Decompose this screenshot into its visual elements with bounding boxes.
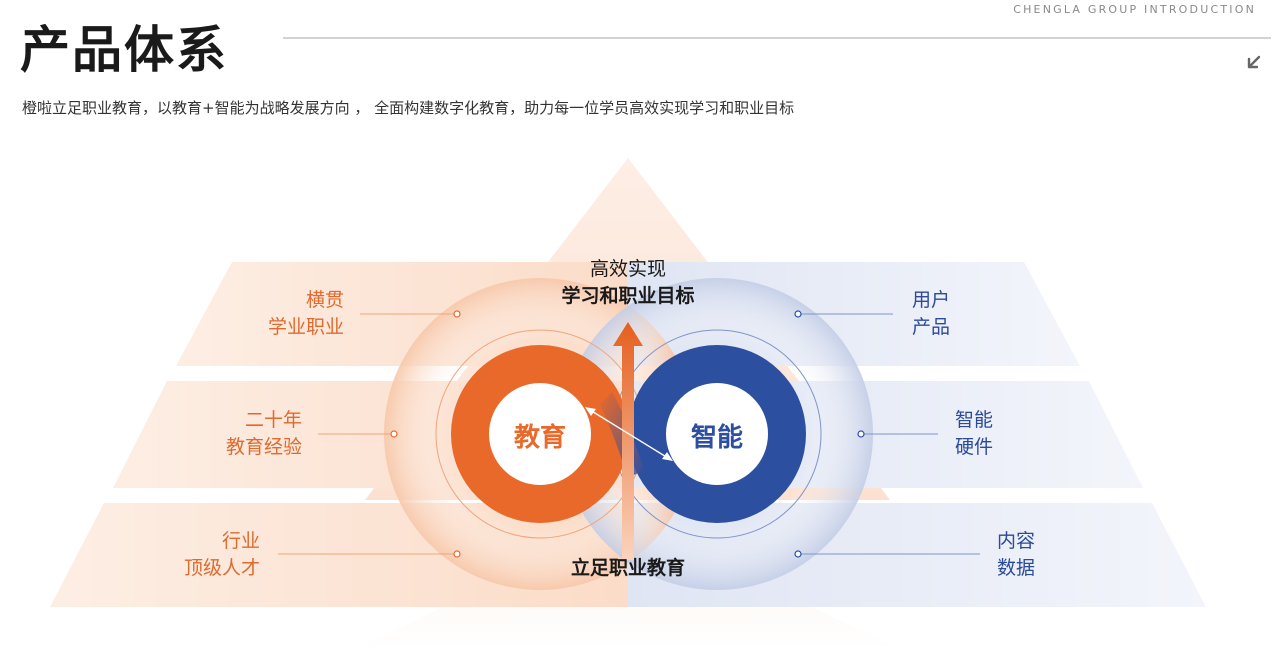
left-item-1: 横贯 学业职业 [190, 287, 344, 341]
brand-caption: CHENGLA GROUP INTRODUCTION [1013, 3, 1256, 16]
left-item-3-line1: 行业 [221, 530, 260, 552]
link-line [589, 409, 669, 459]
top-goal-line2: 学习和职业目标 [561, 285, 695, 307]
connector-dot-right-1 [794, 310, 802, 318]
connector-dot-left-2 [390, 430, 398, 438]
title-divider [283, 37, 1271, 39]
page-title: 产品体系 [20, 21, 228, 79]
connector-dot-left-1 [453, 310, 461, 318]
left-item-1-line2: 学业职业 [267, 316, 344, 338]
left-item-3-line2: 顶级人才 [183, 557, 260, 579]
right-item-3-line1: 内容 [997, 530, 1036, 552]
connector-dot-right-2 [857, 430, 865, 438]
link-arrowhead-left [585, 407, 596, 416]
education-circle-label: 教育 [513, 423, 566, 453]
top-goal-line1: 高效实现 [589, 258, 666, 280]
right-item-1-line1: 用户 [912, 289, 951, 311]
arrow-up-icon [613, 322, 643, 560]
left-item-3: 行业 顶级人才 [108, 528, 260, 582]
left-item-2-line1: 二十年 [244, 409, 302, 431]
right-item-2-line1: 智能 [955, 409, 994, 431]
connector-dot-left-3 [453, 550, 461, 558]
right-item-1: 用户 产品 [912, 287, 1062, 341]
connector-dot-right-3 [794, 550, 802, 558]
right-item-3: 内容 数据 [997, 528, 1147, 582]
right-item-2-line2: 硬件 [955, 436, 994, 458]
right-item-1-line2: 产品 [912, 316, 951, 338]
left-item-2: 二十年 教育经验 [150, 407, 302, 461]
link-arrowhead-right [662, 452, 673, 461]
intelligence-circle-label: 智能 [690, 423, 743, 453]
page-subtitle: 橙啦立足职业教育，以教育+智能为战略发展方向 ， 全面构建数字化教育，助力每一位… [22, 99, 795, 117]
top-goal-label: 高效实现 学习和职业目标 [528, 256, 728, 310]
circle-intelligence-inner [666, 383, 768, 485]
left-item-1-line1: 横贯 [305, 289, 344, 311]
bottom-foundation-label: 立足职业教育 [570, 557, 685, 579]
arrow-down-left-icon[interactable] [1246, 54, 1262, 74]
circle-education-inner [489, 383, 591, 485]
right-item-2: 智能 硬件 [955, 407, 1105, 461]
right-item-3-line2: 数据 [997, 557, 1036, 579]
left-item-2-line2: 教育经验 [225, 436, 302, 458]
